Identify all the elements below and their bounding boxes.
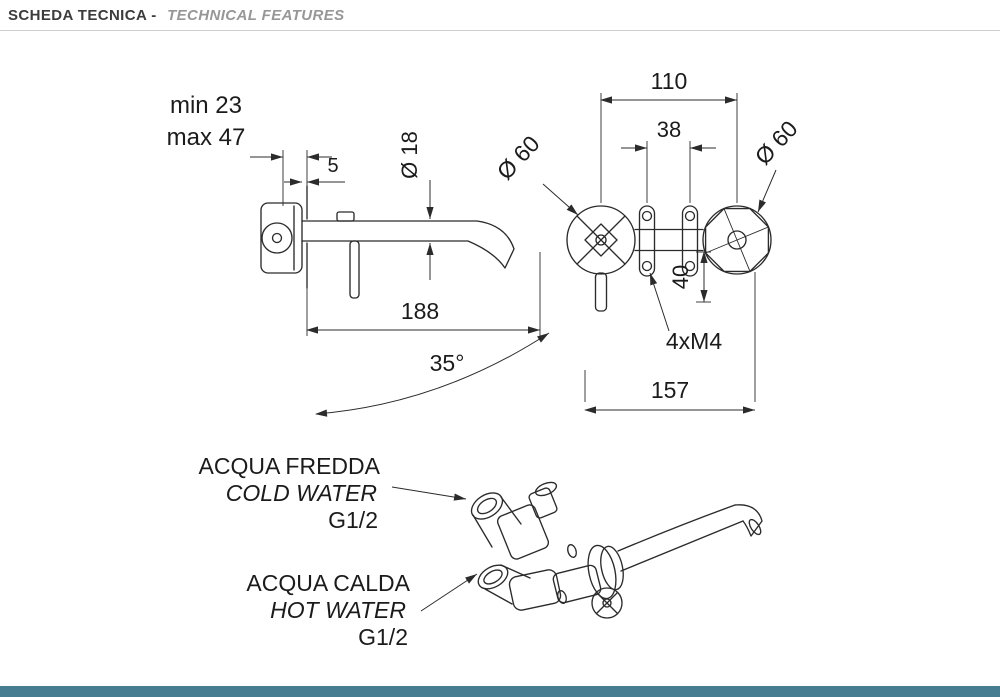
dim-handle-diameter-left: Ø 60 bbox=[492, 130, 545, 184]
hot-inlet bbox=[477, 564, 509, 590]
side-view-drawing: min 23 max 47 5 Ø 18 188 35° bbox=[167, 92, 550, 417]
front-view-drawing: 110 38 Ø 60 Ø 60 40 4xM4 bbox=[492, 68, 803, 414]
handle-screw bbox=[271, 232, 283, 244]
dim-handle-distance: 110 bbox=[651, 68, 688, 94]
handle-left-stem bbox=[594, 272, 608, 312]
upper-valve-body bbox=[496, 504, 550, 560]
dim-screws: 4xM4 bbox=[666, 328, 722, 354]
cold-leader-arrow bbox=[391, 486, 467, 501]
lower-valve-body bbox=[508, 569, 562, 611]
dim-spout-diameter: Ø 18 bbox=[397, 131, 422, 179]
swivel-arc bbox=[315, 332, 550, 417]
label-cold-italian: ACQUA FREDDA bbox=[199, 453, 381, 479]
dim-screw-spacing-v: 40 bbox=[668, 265, 693, 289]
label-hot-thread: G1/2 bbox=[358, 624, 408, 650]
cold-inlet bbox=[470, 492, 504, 520]
cartridge-bump bbox=[336, 211, 355, 222]
label-hot-english: HOT WATER bbox=[270, 597, 406, 623]
handle-side bbox=[261, 222, 293, 254]
label-cold-thread: G1/2 bbox=[328, 507, 378, 533]
spout-perspective bbox=[617, 504, 736, 552]
dim-max-depth: max 47 bbox=[167, 124, 246, 151]
dim-gap: 5 bbox=[327, 155, 338, 177]
perspective-view-drawing: ACQUA FREDDA COLD WATER G1/2 ACQUA CALDA… bbox=[199, 453, 763, 650]
perspective-knob bbox=[591, 587, 623, 619]
label-cold-english: COLD WATER bbox=[226, 480, 377, 506]
hot-leader-arrow bbox=[420, 573, 478, 612]
handle-right bbox=[702, 205, 772, 275]
mounting-tab-left bbox=[638, 205, 656, 277]
dim-min-depth: min 23 bbox=[170, 92, 242, 119]
header: SCHEDA TECNICA - TECHNICAL FEATURES bbox=[8, 7, 345, 25]
footer-bar bbox=[0, 686, 1000, 697]
dim-spout-length: 188 bbox=[401, 298, 439, 324]
label-hot-italian: ACQUA CALDA bbox=[246, 570, 410, 596]
header-title-english: TECHNICAL FEATURES bbox=[167, 7, 345, 24]
header-rule bbox=[0, 30, 1000, 31]
dim-total-width: 157 bbox=[651, 377, 689, 403]
dim-handle-diameter-right: Ø 60 bbox=[750, 115, 803, 169]
valve-stem bbox=[349, 240, 360, 299]
dim-screw-spacing-h: 38 bbox=[657, 117, 681, 142]
handle-left bbox=[566, 205, 636, 275]
mounting-tab-right bbox=[681, 205, 699, 277]
header-title-italian: SCHEDA TECNICA - bbox=[8, 7, 157, 24]
handle-left-facet bbox=[584, 223, 618, 257]
wall-plate bbox=[260, 202, 303, 274]
dim-swivel-angle: 35° bbox=[430, 350, 465, 376]
spout-side bbox=[301, 220, 515, 269]
